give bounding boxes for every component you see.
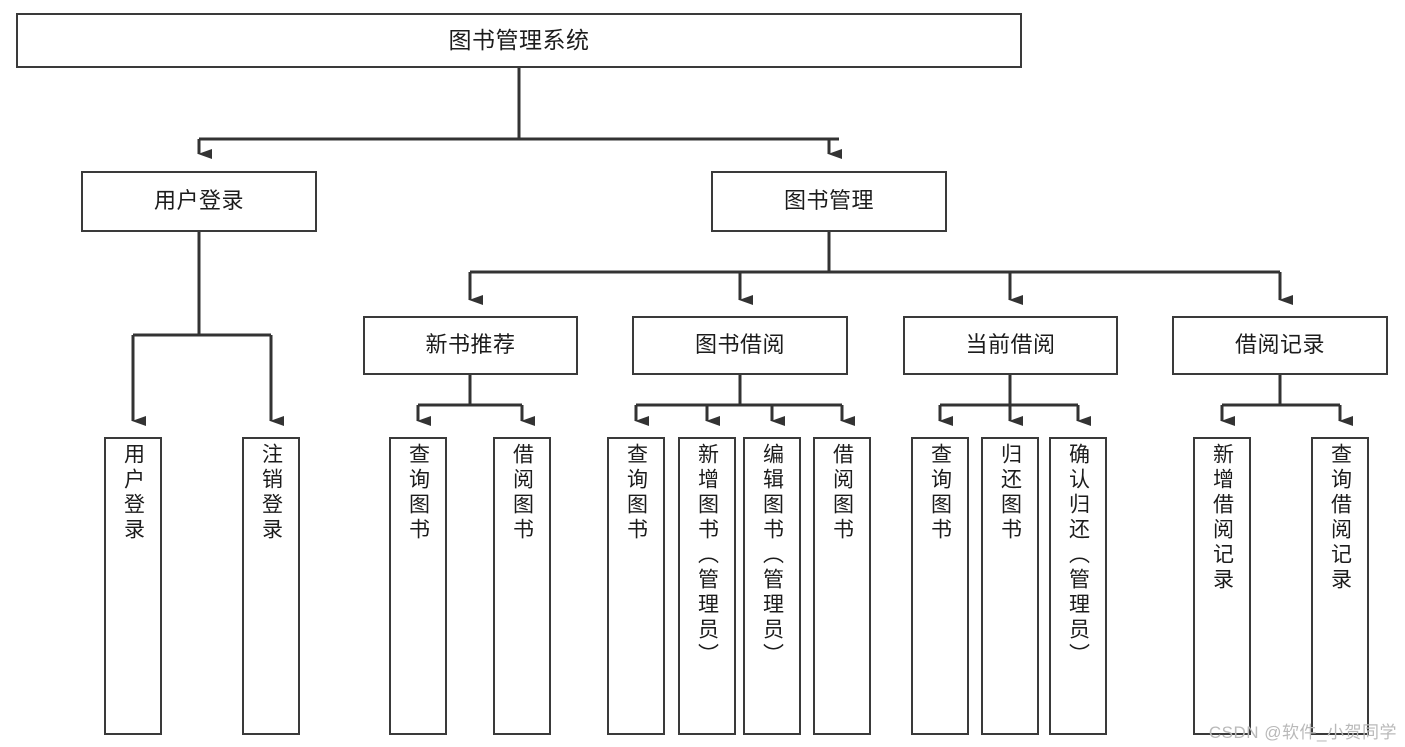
leaf-user-login[interactable]: 用户登录 [104, 437, 162, 735]
node-borrow-records[interactable]: 借阅记录 [1172, 316, 1388, 375]
node-label: 查询借阅记录 [1328, 443, 1352, 593]
node-label: 当前借阅 [965, 332, 1056, 358]
node-label: 查询图书 [406, 443, 430, 543]
node-label: 图书管理系统 [448, 26, 590, 53]
node-current-borrow[interactable]: 当前借阅 [903, 316, 1118, 375]
node-label: 归还图书 [998, 443, 1022, 543]
leaf-confirm-return-admin[interactable]: 确认归还（管理员） [1049, 437, 1107, 735]
csdn-watermark: CSDN @软件_小贺同学 [1208, 723, 1397, 742]
node-label: 查询图书 [624, 443, 648, 543]
node-label: 新增借阅记录 [1210, 443, 1234, 593]
node-book-management[interactable]: 图书管理 [711, 171, 947, 232]
node-new-book-recommend[interactable]: 新书推荐 [363, 316, 578, 375]
node-label: 图书管理 [783, 188, 874, 214]
leaf-add-book-admin[interactable]: 新增图书（管理员） [678, 437, 736, 735]
leaf-borrow-book-new[interactable]: 借阅图书 [493, 437, 551, 735]
leaf-add-borrow-record[interactable]: 新增借阅记录 [1193, 437, 1251, 735]
leaf-query-book-new[interactable]: 查询图书 [389, 437, 447, 735]
node-book-borrow[interactable]: 图书借阅 [632, 316, 848, 375]
node-label: 借阅记录 [1234, 332, 1325, 358]
leaf-query-book-current[interactable]: 查询图书 [911, 437, 969, 735]
node-label: 注销登录 [259, 443, 283, 543]
leaf-return-book[interactable]: 归还图书 [981, 437, 1039, 735]
leaf-logout[interactable]: 注销登录 [242, 437, 300, 735]
node-label: 图书借阅 [694, 332, 785, 358]
leaf-query-book-borrow[interactable]: 查询图书 [607, 437, 665, 735]
leaf-edit-book-admin[interactable]: 编辑图书（管理员） [743, 437, 801, 735]
node-label: 借阅图书 [830, 443, 854, 543]
node-label: 编辑图书（管理员） [760, 443, 784, 668]
node-label: 新书推荐 [425, 332, 516, 358]
node-label: 新增图书（管理员） [695, 443, 719, 668]
node-label: 用户登录 [121, 443, 145, 543]
node-label: 用户登录 [153, 188, 244, 214]
node-user-login[interactable]: 用户登录 [81, 171, 317, 232]
leaf-query-borrow-record[interactable]: 查询借阅记录 [1311, 437, 1369, 735]
node-label: 查询图书 [928, 443, 952, 543]
leaf-borrow-book[interactable]: 借阅图书 [813, 437, 871, 735]
node-label: 借阅图书 [510, 443, 534, 543]
node-label: 确认归还（管理员） [1066, 443, 1090, 668]
node-root-system[interactable]: 图书管理系统 [16, 13, 1022, 68]
